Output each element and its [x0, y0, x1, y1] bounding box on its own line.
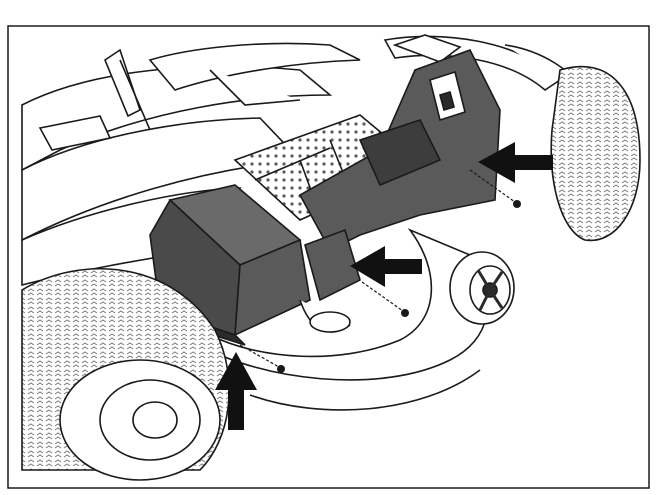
screw-front — [277, 365, 285, 373]
arrow-center-screw — [350, 246, 422, 287]
mower-deck — [198, 228, 489, 411]
gauge-wheel — [449, 251, 515, 325]
screw-right — [513, 200, 521, 208]
arrow-right-screw — [478, 142, 553, 183]
screw-center — [401, 309, 409, 317]
callout-arrows — [215, 142, 553, 430]
front-left-wheel — [21, 268, 230, 481]
seat-console — [148, 42, 361, 106]
rear-right-wheel — [550, 65, 641, 242]
figure-border — [7, 25, 650, 489]
screw-leader-lines — [239, 169, 516, 368]
arrow-front-screw — [215, 352, 257, 430]
engine-housing — [298, 49, 501, 252]
